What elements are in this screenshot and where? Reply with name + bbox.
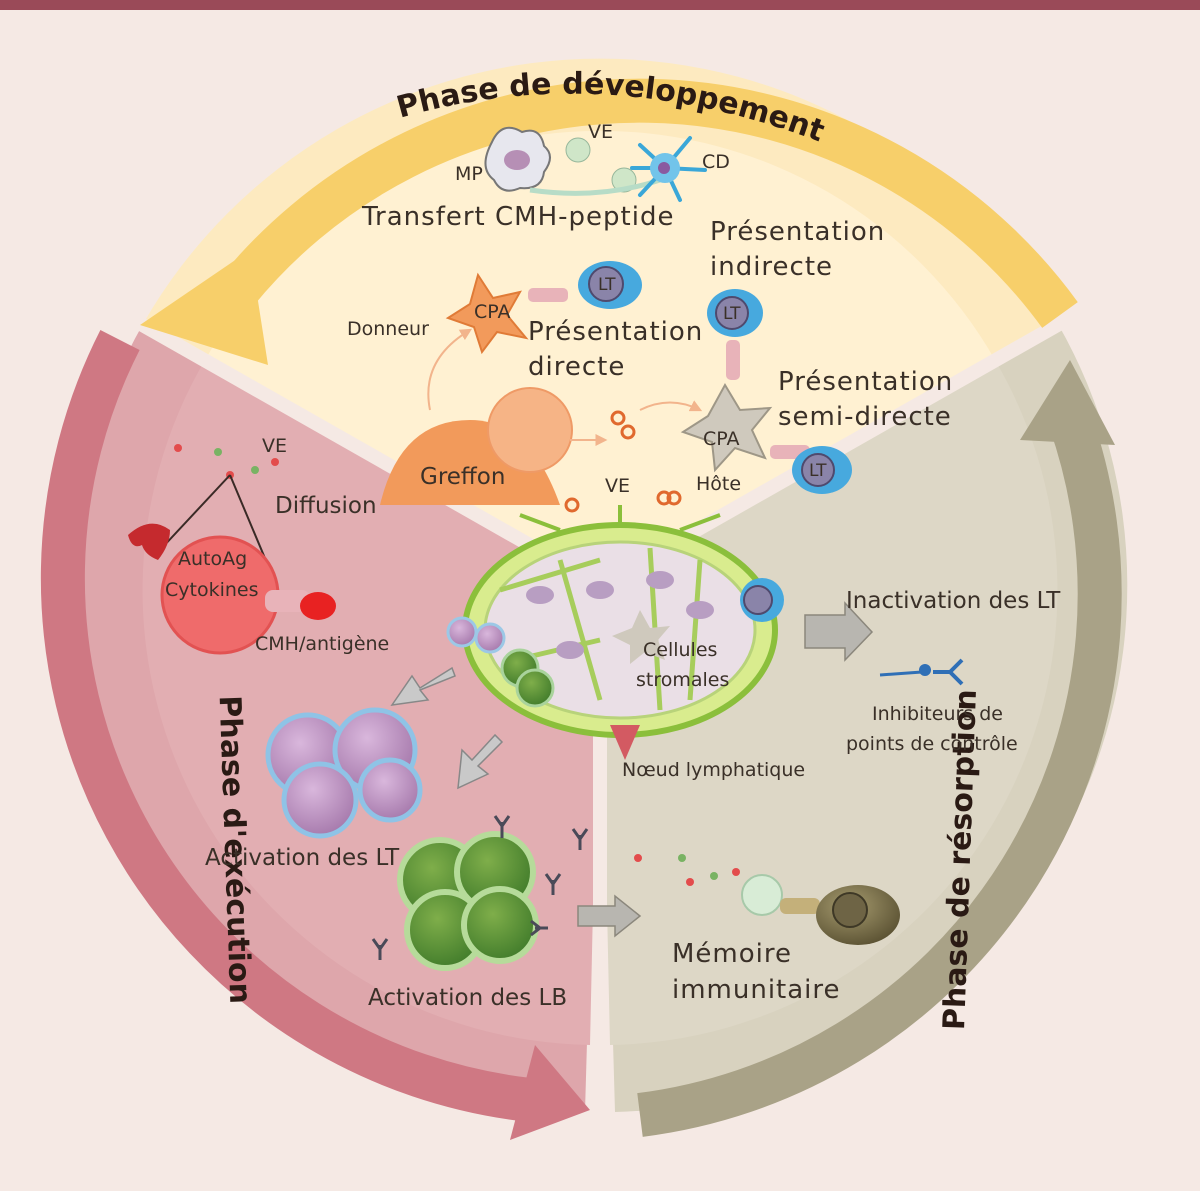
top-border — [0, 0, 1200, 10]
tcr-mhc-link-icon — [528, 288, 568, 302]
vesicle-icon — [565, 137, 591, 163]
vesicle-icon — [656, 490, 672, 506]
inhibitors-label-1: Inhibiteurs de — [872, 703, 1003, 725]
graft-label: Greffon — [420, 464, 505, 490]
antigen-dot-icon — [174, 444, 182, 452]
direct-label-2: directe — [528, 352, 625, 382]
mhc-antigen-label: CMH/antigène — [255, 633, 389, 655]
vesicle-icon — [741, 874, 783, 916]
graft-cell-icon — [487, 387, 573, 473]
tcr-mhc-link-icon — [726, 340, 740, 380]
indirect-label-1: Présentation — [710, 217, 885, 247]
t-cell-nucleus-icon — [743, 585, 773, 615]
antigen-dot-icon — [251, 466, 259, 474]
tcr-mhc-link-icon — [780, 898, 820, 914]
transfer-label: Transfert CMH-peptide — [361, 202, 674, 232]
memory-arrow-icon — [577, 894, 642, 938]
t-cell-icon — [474, 622, 506, 654]
arrow-to-lb-icon — [457, 733, 504, 790]
macrophage-icon — [484, 126, 551, 192]
ve-graft-label: VE — [605, 475, 630, 497]
antigen-dot-icon — [686, 878, 694, 886]
host-apc-icon — [680, 382, 773, 473]
lt-label: LT — [723, 304, 741, 324]
cd-label: CD — [702, 151, 730, 173]
t-cell-nucleus-icon — [801, 453, 835, 487]
semi-direct-label-1: Présentation — [778, 367, 953, 397]
host-label: Hôte — [696, 473, 741, 495]
lymph-node-label: Nœud lymphatique — [622, 759, 805, 781]
dendritic-cell-icon — [630, 136, 707, 202]
cpa-host-label: CPA — [703, 428, 740, 450]
stromal-label-2: stromales — [636, 669, 729, 691]
diffusion-label: Diffusion — [275, 493, 377, 519]
antigen-dot-icon — [732, 868, 740, 876]
t-cell-nucleus-icon — [588, 266, 624, 302]
memory-label-1: Mémoire — [672, 939, 792, 969]
lt-activation-label: Activation des LT — [205, 845, 400, 871]
stromal-cell-icon — [612, 610, 670, 664]
stromal-label-1: Cellules — [643, 639, 717, 661]
development-arrow-band — [212, 78, 1078, 328]
ve-left-label: VE — [262, 435, 287, 457]
activated-t-cells-icon — [265, 707, 423, 839]
execution-arrow-head — [510, 1045, 590, 1140]
flow-arrow — [639, 400, 703, 412]
memory-cell-nucleus-icon — [832, 892, 868, 928]
autoantigen-icon — [128, 523, 170, 560]
antigen-dot-icon — [710, 872, 718, 880]
t-cell-nucleus-icon — [715, 296, 749, 330]
vesicle-icon — [666, 490, 682, 506]
vesicle-icon — [610, 410, 626, 426]
inhibitors-label-2: points de contrôle — [846, 733, 1018, 755]
cpa-donor-label: CPA — [474, 301, 511, 323]
antigen-dot-icon — [678, 854, 686, 862]
checkpoint-inhibitor-icon — [879, 658, 964, 686]
semi-direct-label-2: semi-directe — [778, 402, 952, 432]
inactivation-label: Inactivation des LT — [846, 588, 1061, 614]
resorption-arrow-head — [1020, 360, 1115, 445]
development-arrow-head — [140, 250, 268, 365]
tcr-mhc-link-icon — [265, 590, 310, 612]
b-cell-icon — [515, 668, 555, 708]
donor-apc-icon — [445, 272, 529, 355]
activated-b-cells-icon — [397, 831, 539, 971]
antigen-dot-icon — [271, 458, 279, 466]
transfer-path — [529, 177, 661, 196]
donor-label: Donneur — [347, 318, 429, 340]
lt-label: LT — [809, 461, 827, 481]
arrow-to-lt-icon — [390, 666, 456, 706]
autoag-label: AutoAg — [178, 548, 247, 570]
cytokines-label: Cytokines — [165, 579, 259, 601]
direct-label-1: Présentation — [528, 317, 703, 347]
memory-label-2: immunitaire — [672, 975, 841, 1005]
vesicle-icon — [620, 424, 636, 440]
t-cell-icon — [446, 616, 478, 648]
mp-label: MP — [455, 163, 483, 185]
resorption-arrow-band — [637, 412, 1122, 1137]
antigen-dot-icon — [214, 448, 222, 456]
indirect-label-2: indirecte — [710, 252, 833, 282]
ve-top-label: VE — [588, 121, 613, 143]
t-cell-icon — [300, 592, 336, 620]
flow-arrow — [427, 328, 473, 411]
antigen-dot-icon — [634, 854, 642, 862]
antibody-icons — [371, 815, 589, 960]
lb-activation-label: Activation des LB — [368, 985, 567, 1011]
lt-label: LT — [598, 275, 616, 295]
execution-arrow-band — [40, 330, 533, 1122]
separator-left — [121, 308, 604, 592]
inactivation-arrow-icon — [804, 601, 874, 662]
vesicle-icon — [564, 497, 580, 513]
